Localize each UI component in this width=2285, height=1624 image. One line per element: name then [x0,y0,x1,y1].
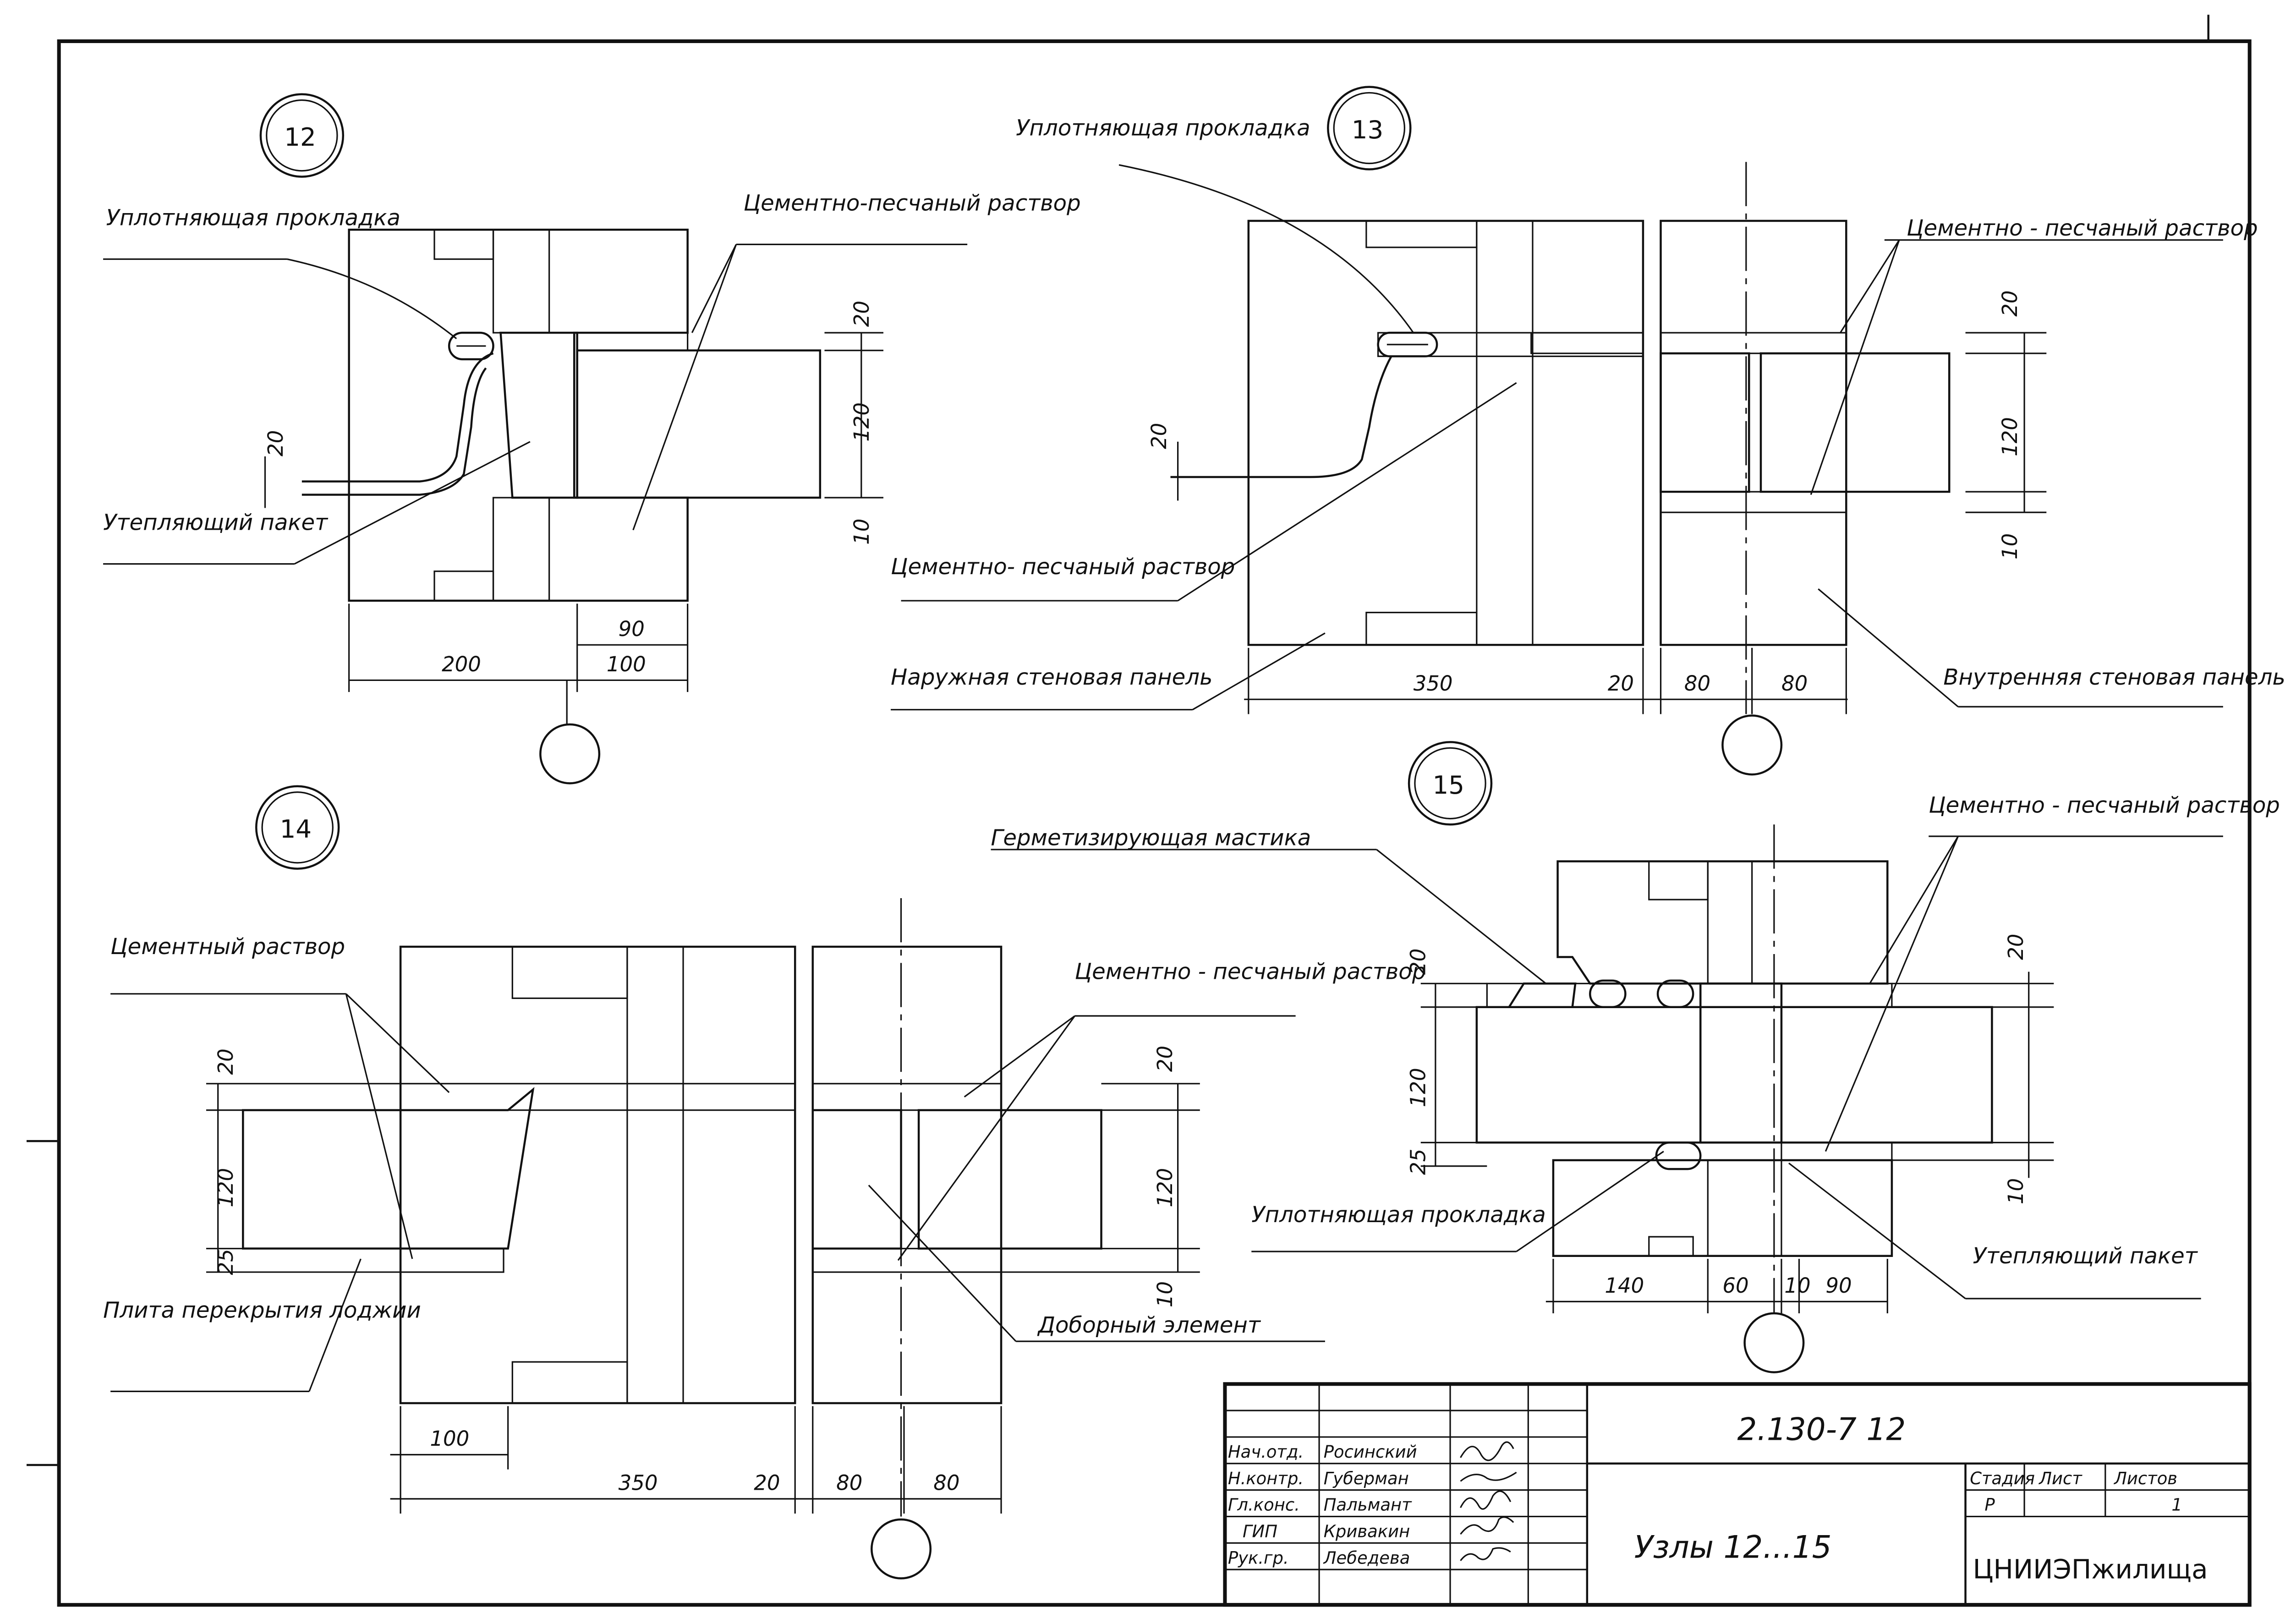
node-14-dim-r-top: 20 [1153,1046,1177,1072]
node-14-dim-l-top: 20 [214,1048,238,1075]
sheet-title: Узлы 12...15 [1634,1529,1832,1565]
node-14-number: 14 [280,814,312,844]
node-13-dim-w1: 350 [1414,671,1453,696]
node-14-dim-l-bot: 25 [214,1249,238,1275]
node-13-dim-w4: 80 [1781,671,1808,696]
sig-role-0: Нач.отд. [1228,1442,1304,1462]
node-12-dim-w2: 200 [442,652,481,676]
node-15-dim-r-bot: 10 [2004,1178,2028,1204]
node-14-dim-l-mid: 120 [214,1168,238,1207]
node-13-outer-panel-label: Наружная стеновая панель [891,664,1212,690]
node-14-dim-w4: 80 [836,1471,862,1495]
node-14-axis-circle [871,1518,932,1580]
node-14-dim-w5: 80 [933,1471,959,1495]
sig-role-2: Гл.конс. [1228,1495,1300,1515]
node-13-mortar-left-label: Цементно- песчаный раствор [891,554,1235,580]
sig-name-0: Росинский [1324,1442,1417,1462]
sheets-header: Листов [2113,1469,2177,1488]
node-14-detail: 14 Цементный раствор Цементно - песчаный… [103,785,1426,1580]
node-15-mastic-label: Герметизирующая мастика [991,825,1311,850]
node-13-dim-left: 20 [1147,423,1171,449]
stage-value: Р [1984,1495,1995,1515]
node-15-mortar-label: Цементно - песчаный раствор [1929,793,2280,818]
node-13-dim-bot: 10 [1998,533,2022,560]
node-15-number: 15 [1432,770,1464,800]
node-12-number: 12 [284,122,316,152]
node-13-axis-circle [1721,714,1783,776]
node-15-dim-w1: 140 [1605,1273,1644,1298]
node-12-number-circle [259,93,345,178]
node-15-number-circle [1408,741,1493,826]
sig-name-4: Лебедева [1323,1548,1410,1568]
node-12-dim-mid: 120 [849,402,874,442]
node-14-dim-w3: 20 [754,1471,780,1495]
node-15-dim-l-mid: 120 [1406,1068,1430,1107]
node-12-mortar-label: Цементно-песчаный раствор [744,190,1081,216]
node-12-detail: 12 Уплотняющая прокладка Цементно-песчан… [103,93,1081,785]
node-14-dim-w1: 100 [430,1426,469,1451]
sig-role-1: Н.контр. [1228,1469,1304,1488]
node-12-dim-left: 20 [263,430,288,456]
node-12-dim-w3: 100 [607,652,646,676]
node-15-dim-w3: 10 [1784,1273,1810,1298]
organization: ЦНИИЭПжилища [1973,1553,2208,1585]
node-13-dim-w3: 80 [1684,671,1710,696]
drawing-code: 2.130-7 12 [1737,1411,1906,1447]
node-15-insulation-label: Утепляющий пакет [1973,1243,2198,1269]
node-13-dim-top: 20 [1998,291,2022,317]
node-14-cement-mortar-label: Цементный раствор [110,934,345,960]
node-12-dim-bot: 10 [849,519,874,545]
node-12-dim-w1: 90 [619,617,645,641]
node-13-dim-mid: 120 [1998,417,2022,456]
node-15-dim-w4: 90 [1825,1273,1852,1298]
node-13-number: 13 [1352,115,1384,144]
node-14-dim-w2: 350 [619,1471,658,1495]
node-13-number-circle [1327,86,1412,170]
node-14-dim-r-bot: 10 [1153,1281,1177,1307]
sig-name-2: Пальмант [1324,1495,1412,1515]
node-12-insulation-label: Утепляющий пакет [103,510,329,536]
node-13-gasket-label: Уплотняющая прокладка [1016,115,1310,141]
node-14-extra-element-label: Доборный элемент [1037,1312,1261,1338]
sig-name-3: Кривакин [1324,1521,1410,1541]
sig-role-4: Рук.гр. [1228,1548,1289,1568]
title-block: 2.130-7 12 Узлы 12...15 Стадия Лист Лист… [1223,1382,2252,1607]
node-13-dim-w2: 20 [1608,671,1634,696]
sheets-value: 1 [2171,1495,2182,1515]
node-14-dim-r-mid: 120 [1153,1168,1177,1207]
node-14-mortar-label: Цементно - песчаный раствор [1075,959,1426,985]
node-12-dim-top: 20 [849,301,874,327]
node-15-detail: 15 Герметизирующая мастика Цементно - пе… [991,741,2280,1373]
node-14-number-circle [255,785,340,870]
stage-header: Стадия [1970,1469,2035,1488]
node-15-dim-l-top: 20 [1406,949,1430,975]
node-13-inner-panel-label: Внутренняя стеновая панель [1943,664,2285,690]
signature-scribbles [1460,1441,1517,1561]
sheet-header: Лист [2038,1469,2082,1488]
node-15-gasket-label: Уплотняющая прокладка [1251,1202,1545,1228]
node-15-dim-w2: 60 [1722,1273,1748,1298]
sig-name-1: Губерман [1324,1469,1409,1488]
sheet-frame [57,39,2252,1607]
node-12-axis-circle [539,723,601,785]
sig-role-3: ГИП [1243,1521,1277,1541]
node-15-dim-l-bot: 25 [1406,1149,1430,1175]
node-15-dim-r-top: 20 [2004,934,2028,960]
node-15-axis-circle [1743,1312,1805,1373]
node-14-slab-label: Плита перекрытия лоджии [103,1298,421,1323]
node-13-mortar-right-label: Цементно - песчаный раствор [1907,215,2258,241]
node-12-gasket-label: Уплотняющая прокладка [106,205,400,231]
node-13-detail: 13 Уплотняющая прокладка Цементно - песч… [891,86,2285,776]
